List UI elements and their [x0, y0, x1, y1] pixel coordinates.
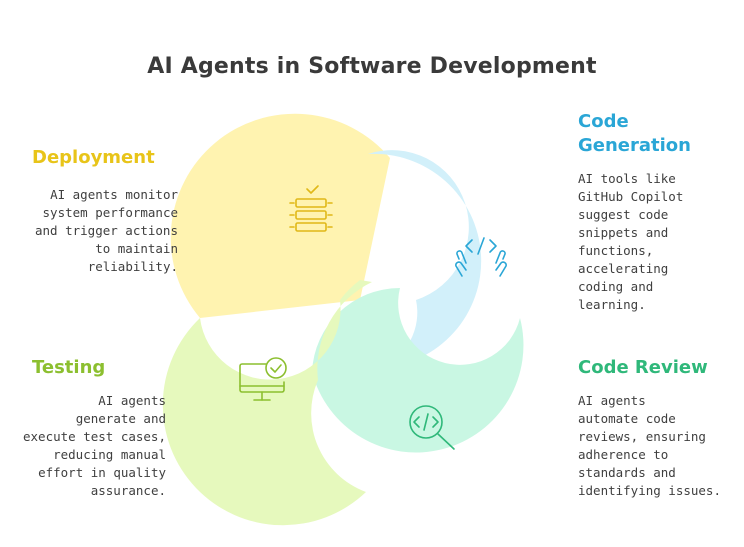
testing-line: effort in quality — [38, 465, 166, 480]
code-generation-line: learning. — [578, 297, 646, 312]
hands-code-icon — [455, 237, 507, 277]
deployment-lobe — [170, 113, 390, 318]
deployment-line: and trigger actions — [35, 223, 178, 238]
deployment-heading: Deployment — [32, 147, 155, 168]
deployment-line: AI agents monitor — [50, 187, 178, 202]
code-review-line: automate code — [578, 411, 676, 426]
code-review-lobe — [312, 287, 524, 453]
code-generation-heading-line: Code — [578, 111, 629, 132]
deployment-description: AI agents monitor system performance and… — [18, 186, 178, 276]
page-title: AI Agents in Software Development — [147, 54, 597, 79]
code-review-line: identifying issues. — [578, 483, 721, 498]
code-generation-line: accelerating — [578, 261, 669, 276]
code-review-line: AI agents — [578, 393, 646, 408]
testing-description: AI agents generate and execute test case… — [18, 392, 166, 500]
deployment-line: to maintain — [95, 241, 178, 256]
testing-heading: Testing — [32, 357, 106, 378]
code-generation-line: AI tools like — [578, 171, 676, 186]
code-generation-heading-line: Generation — [578, 135, 691, 156]
code-generation-line: suggest code — [578, 207, 669, 222]
deployment-line: reliability. — [87, 259, 178, 274]
testing-line: AI agents — [98, 393, 166, 408]
deployment-line: system performance — [42, 205, 178, 220]
code-generation-description: AI tools like GitHub Copilot suggest cod… — [578, 170, 683, 314]
code-review-line: adherence to — [578, 447, 669, 462]
testing-line: reducing manual — [53, 447, 166, 462]
code-review-heading: Code Review — [578, 357, 708, 378]
code-review-description: AI agents automate code reviews, ensurin… — [578, 392, 721, 500]
code-generation-line: GitHub Copilot — [578, 189, 684, 204]
code-review-line: reviews, ensuring — [578, 429, 706, 444]
code-generation-lobe-cap — [368, 150, 482, 368]
testing-line: generate and — [75, 411, 166, 426]
testing-lobe — [162, 280, 372, 526]
testing-line: assurance. — [90, 483, 166, 498]
code-magnifier-icon — [409, 405, 455, 450]
server-check-icon — [289, 185, 333, 232]
code-generation-line: coding and — [578, 279, 654, 294]
testing-line: execute test cases, — [23, 429, 166, 444]
code-review-line: standards and — [578, 465, 676, 480]
code-generation-heading: Code Generation — [578, 110, 691, 158]
code-generation-line: snippets and — [578, 225, 669, 240]
code-generation-line: functions, — [578, 243, 654, 258]
monitor-check-icon — [239, 357, 287, 401]
